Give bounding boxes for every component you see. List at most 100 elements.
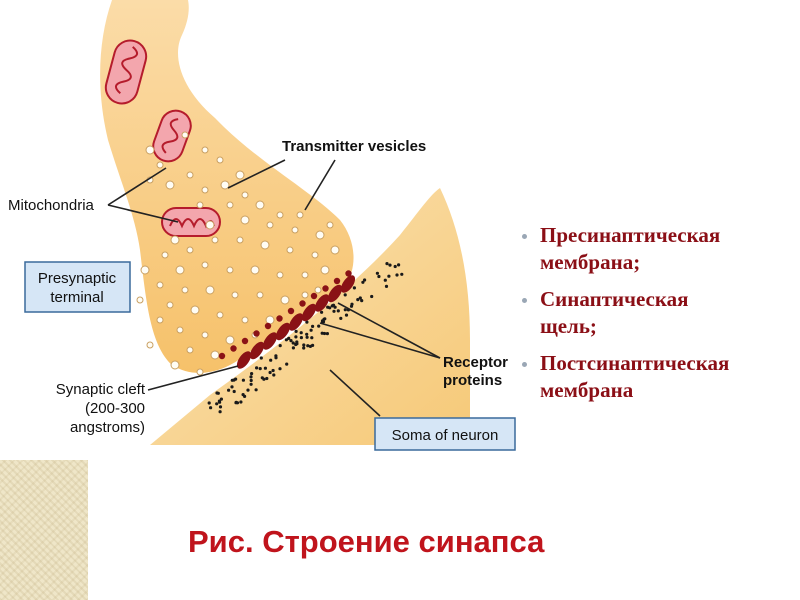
decorative-texture-panel [0, 460, 88, 600]
cleft-dot [287, 336, 291, 340]
vesicle [186, 171, 194, 179]
vesicle [296, 211, 304, 219]
bullet-synaptic-cleft: Синаптическая щель; [520, 286, 790, 340]
transmitter-vesicles [136, 131, 340, 376]
vesicle [186, 246, 194, 254]
receptor-protein [249, 341, 265, 360]
cleft-dot [309, 328, 313, 332]
cleft-dot [305, 332, 309, 336]
cleft-dot [360, 299, 364, 303]
cleft-dot [234, 401, 238, 405]
label-presynaptic-line2: terminal [50, 289, 103, 306]
vesicle [181, 286, 189, 294]
vesicle [286, 246, 294, 254]
cleft-dot [388, 263, 392, 267]
vesicle [236, 236, 244, 244]
cleft-dot [400, 272, 404, 276]
cleft-dot [218, 405, 223, 409]
cleft-dot [393, 264, 397, 269]
cleft-dot [249, 375, 253, 379]
vesicle [176, 326, 184, 334]
label-cleft-line3: angstroms) [70, 419, 145, 436]
vesicle [175, 265, 185, 275]
presynaptic-terminal-box [24, 261, 131, 313]
cleft-dot [320, 310, 324, 314]
cleft-dot [284, 338, 288, 342]
cleft-dot [249, 382, 253, 386]
vesicle [161, 251, 169, 259]
cleft-dot [361, 280, 365, 284]
receptor-protein [314, 294, 330, 312]
bullet-dot-icon [522, 234, 527, 239]
cleft-dot [218, 410, 222, 414]
cleft-dot [291, 341, 295, 345]
cleft-dot [358, 296, 362, 300]
vesicle [140, 265, 150, 275]
vesicle [190, 305, 200, 315]
label-transmitter-vesicles: Transmitter vesicles [282, 138, 426, 155]
cleft-dot [278, 367, 282, 371]
bullet-text: щель; [540, 314, 597, 338]
cleft-dot [311, 343, 315, 347]
vesicle [216, 311, 224, 319]
cleft-dot [370, 294, 374, 299]
cleft-dot [241, 378, 245, 382]
vesicle [276, 271, 284, 279]
cleft-dot [299, 331, 303, 335]
mitochondria [104, 39, 221, 237]
label-mitochondria: Mitochondria [8, 197, 95, 214]
vesicle [240, 215, 250, 225]
cleft-dot [317, 324, 321, 328]
vesicle [156, 161, 164, 169]
vesicle [235, 170, 245, 180]
cleft-dot [387, 274, 391, 278]
cleft-dot [332, 309, 336, 313]
label-cleft-line2: (200-300 [85, 400, 145, 417]
vesicle [201, 186, 209, 194]
receptor-protein [301, 303, 317, 322]
cleft-dot [377, 274, 381, 279]
cleft-dot [383, 278, 387, 282]
cleft-dot [322, 331, 327, 336]
vesicle [266, 221, 274, 229]
vesicle [315, 230, 325, 240]
mitochondrion-1 [104, 39, 148, 105]
vesicle [216, 156, 224, 164]
cleft-dot [294, 342, 298, 347]
vesicle [145, 145, 155, 155]
bullet-text: Постсинаптическая [540, 351, 730, 375]
cleft-dot [230, 385, 234, 389]
bullet-postsynaptic-membrane: Постсинаптическая мембрана [520, 350, 790, 404]
receptor-protein [288, 313, 304, 331]
vesicle [156, 316, 164, 324]
vesicle [205, 220, 215, 230]
vesicle [301, 271, 309, 279]
vesicle [136, 296, 144, 304]
soma-shape [150, 188, 470, 445]
vesicle [301, 291, 309, 299]
cleft-dot [294, 335, 298, 339]
cleft-dot [395, 273, 399, 277]
cleft-dot [259, 356, 263, 360]
vesicle [291, 226, 299, 234]
cleft-dot [232, 389, 236, 394]
vesicle [330, 245, 340, 255]
bullet-text: мембрана; [540, 250, 641, 274]
cleft-dot [294, 329, 298, 333]
vesicle [170, 360, 180, 370]
presynaptic-membrane-dot [230, 345, 237, 352]
receptor-protein [236, 351, 252, 369]
cleft-dot [384, 284, 389, 288]
cleft-dot [249, 378, 253, 383]
cleft-dot [255, 366, 259, 370]
cleft-dot [269, 358, 273, 362]
presynaptic-membrane-dot [322, 285, 329, 292]
vesicle [226, 201, 234, 209]
cleft-dot [246, 388, 250, 392]
cleft-dot [209, 406, 213, 410]
vesicle [265, 315, 275, 325]
cleft-dot [230, 378, 234, 382]
receptor-proteins [218, 270, 356, 369]
presynaptic-membrane-dot [218, 352, 226, 360]
vesicle [201, 261, 209, 269]
